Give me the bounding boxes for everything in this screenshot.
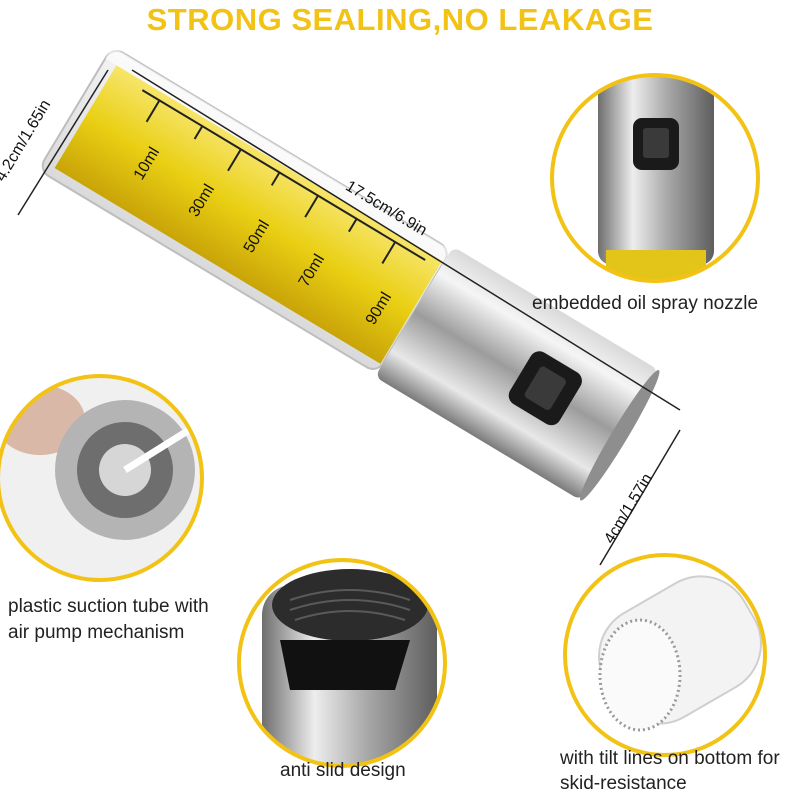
- bottle: [41, 46, 660, 501]
- nozzle-closeup: [552, 75, 758, 281]
- anti-slid-closeup: [239, 560, 445, 766]
- caption-nozzle: embedded oil spray nozzle: [532, 293, 759, 314]
- caption-tilt-line2: skid-resistance: [560, 773, 687, 794]
- caption-tube-line1: plastic suction tube with: [8, 596, 209, 617]
- dimension-lines: [17, 69, 681, 566]
- headline: STRONG SEALING,NO LEAKAGE: [146, 2, 654, 37]
- caption-tilt-line1: with tilt lines on bottom for: [560, 748, 780, 769]
- tilt-lines-closeup: [565, 555, 765, 755]
- caption-tube-line2: air pump mechanism: [8, 622, 185, 643]
- caption-anti-slid: anti slid design: [280, 760, 406, 781]
